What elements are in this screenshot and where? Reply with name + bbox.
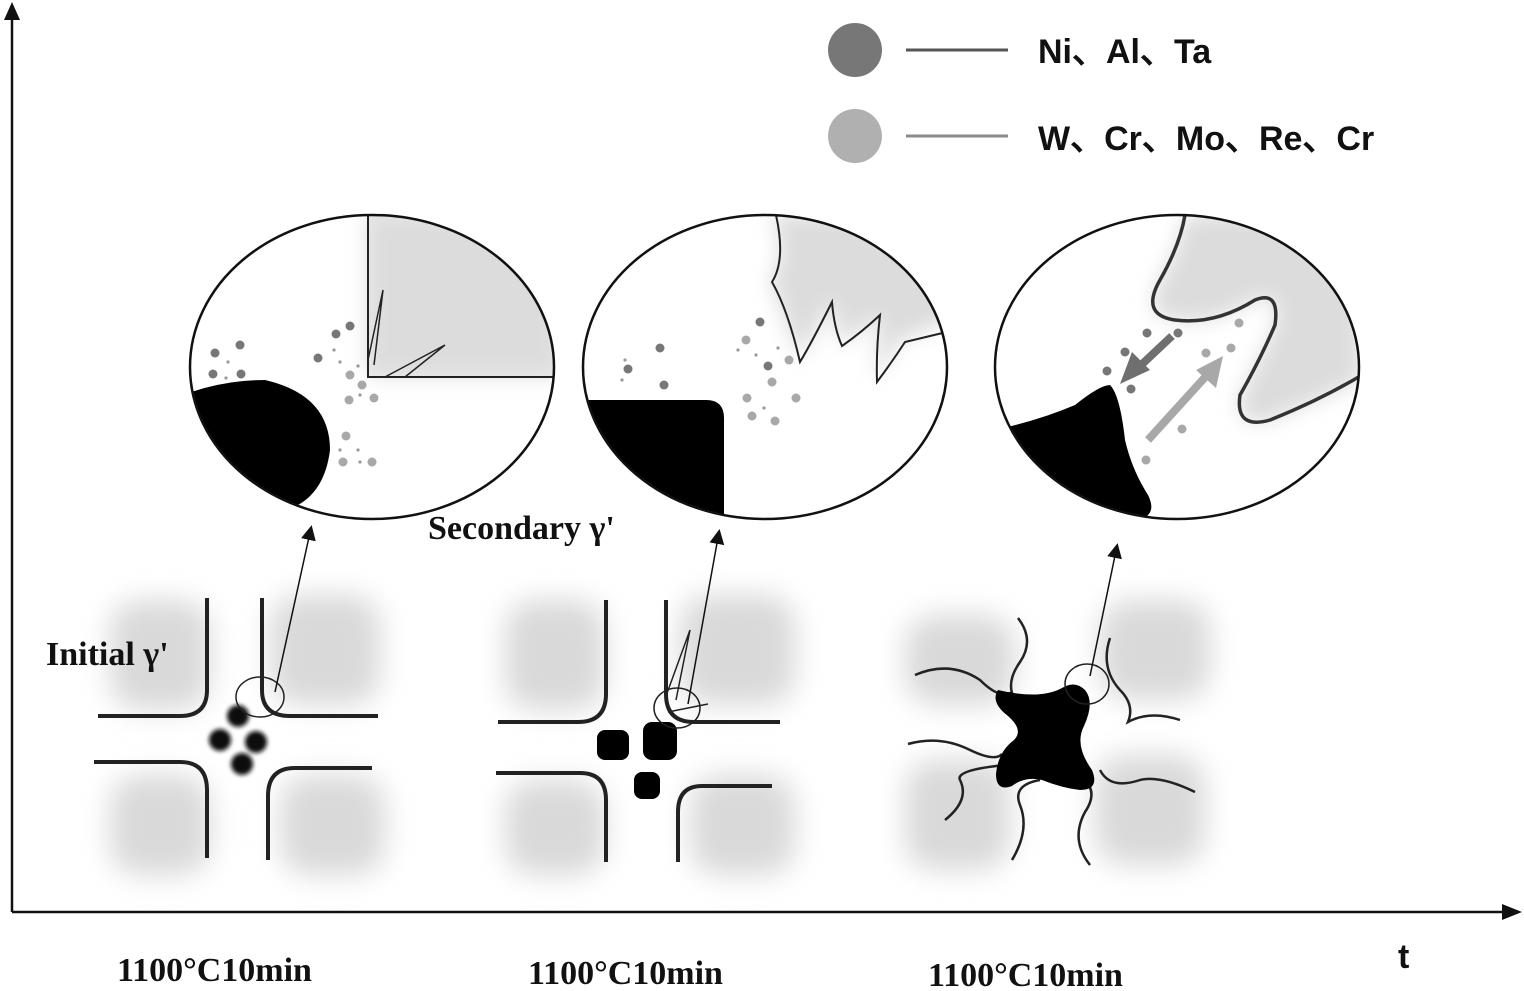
legend-marker-ni-al-ta bbox=[828, 23, 882, 77]
legend: Ni、Al、Ta W、Cr、Mo、Re、Cr bbox=[828, 23, 1374, 163]
zoom-indicator-circle bbox=[235, 676, 285, 718]
gamma-prime-cubes bbox=[110, 595, 385, 875]
secondary-gamma-prime-label: Secondary γ' bbox=[428, 510, 615, 547]
small-solute-dots bbox=[620, 346, 780, 410]
y-axis-arrowhead bbox=[4, 2, 20, 20]
stage-3-zoom-view bbox=[993, 213, 1361, 521]
zoom-arrow bbox=[274, 525, 316, 693]
zoom-indicator-circle bbox=[653, 687, 701, 729]
stage-1-label: 1100°C10min bbox=[117, 952, 312, 989]
zoom-indicator-circle bbox=[1064, 663, 1110, 705]
w-cr-mo-re-atoms bbox=[338, 370, 379, 467]
stage-1-microstructure: Initial γ' bbox=[46, 525, 385, 875]
precipitate bbox=[190, 380, 330, 519]
ni-al-ta-atoms bbox=[623, 317, 773, 390]
diffusion-arrow-w-cr-mo-re bbox=[1145, 356, 1223, 443]
zoom-arrow bbox=[1089, 543, 1122, 677]
matrix-channel-lines bbox=[907, 617, 1196, 866]
diffusion-arrow-ni-al-ta bbox=[1120, 333, 1175, 384]
small-solute-dots bbox=[224, 348, 362, 464]
legend-label-ni-al-ta: Ni、Al、Ta bbox=[1038, 33, 1212, 71]
initial-gamma-prime-label: Initial γ' bbox=[46, 636, 169, 673]
ni-al-ta-atoms bbox=[1102, 328, 1183, 394]
stage-1-zoom-view bbox=[188, 213, 556, 521]
secondary-gamma-prime-particles bbox=[597, 722, 677, 799]
gamma-prime-cubes bbox=[505, 595, 795, 875]
legend-marker-w-cr-mo-re bbox=[828, 109, 882, 163]
w-cr-mo-re-atoms bbox=[1141, 318, 1244, 465]
zoom-arrow bbox=[687, 529, 725, 705]
matrix-channel-lines bbox=[94, 598, 378, 860]
initial-gamma-prime-particles bbox=[209, 705, 267, 775]
stage-2-label: 1100°C10min bbox=[528, 955, 723, 991]
stage-3-microstructure bbox=[905, 543, 1210, 870]
legend-label-w-cr-mo-re: W、Cr、Mo、Re、Cr bbox=[1038, 120, 1374, 158]
stage-2-zoom-view bbox=[581, 213, 949, 521]
precipitate bbox=[995, 385, 1152, 519]
axes: t bbox=[4, 2, 1522, 976]
butterfly-precipitate bbox=[995, 684, 1095, 790]
stage-2-microstructure: Secondary γ' bbox=[428, 510, 795, 875]
stage-labels: 1100°C10min 1100°C10min 1100°C10min bbox=[117, 952, 1123, 991]
w-cr-mo-re-atoms bbox=[741, 335, 801, 426]
stage-3-label: 1100°C10min bbox=[928, 957, 1123, 991]
x-axis-label: t bbox=[1398, 938, 1409, 976]
x-axis-arrowhead bbox=[1502, 904, 1522, 920]
ni-al-ta-atoms bbox=[208, 321, 355, 379]
